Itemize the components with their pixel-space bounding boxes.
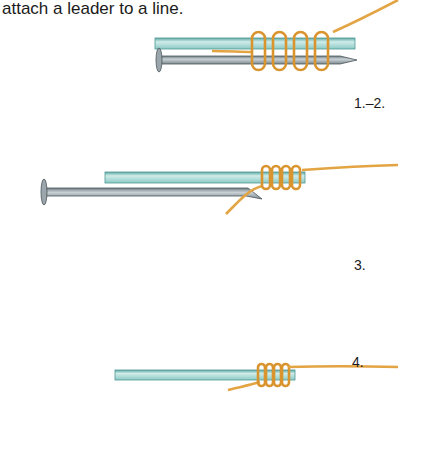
line-coil <box>315 32 328 70</box>
step-number: 1.–2. <box>354 96 385 111</box>
line-coil <box>273 32 286 70</box>
line-coil <box>282 364 289 386</box>
step-1-2 <box>155 0 398 72</box>
line-coil <box>274 364 281 386</box>
step-number: 4. <box>352 355 364 370</box>
line-coil <box>258 364 265 386</box>
line-coil <box>266 364 273 386</box>
line-coil <box>294 32 307 70</box>
step-number: 3. <box>354 258 366 273</box>
line-coil <box>292 166 300 189</box>
line-coil <box>282 166 290 189</box>
line-coil <box>262 166 270 189</box>
step-3 <box>41 165 398 214</box>
caption-text: attach a leader to a line. <box>2 0 183 19</box>
line-coil <box>272 166 280 189</box>
line-coil <box>252 32 265 70</box>
